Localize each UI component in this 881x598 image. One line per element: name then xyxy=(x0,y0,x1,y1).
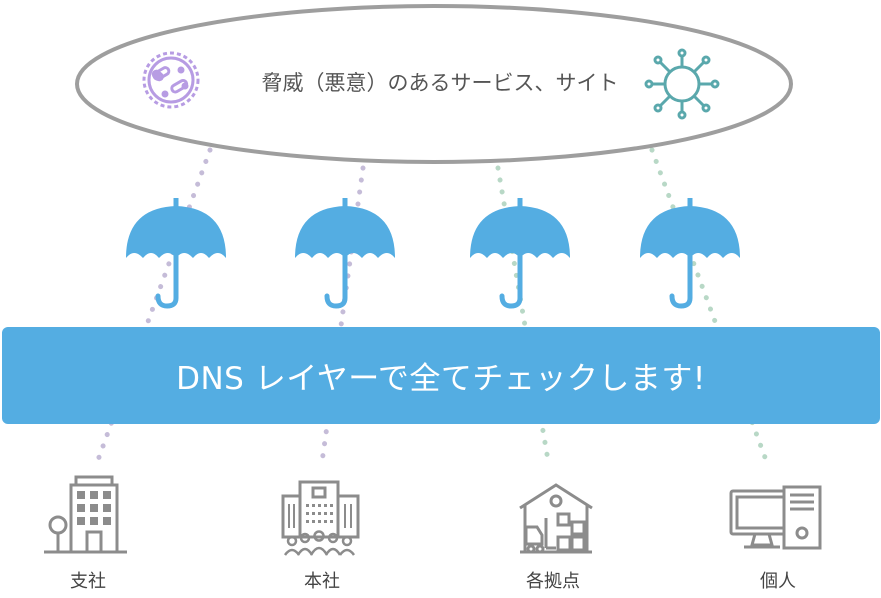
threat-ellipse xyxy=(75,4,793,164)
desktop-computer-icon xyxy=(729,485,822,550)
threat-label: 脅威（悪意）のあるサービス、サイト xyxy=(261,71,619,95)
site-label-branch: 支社 xyxy=(70,571,106,592)
site-label-headquarters: 本社 xyxy=(304,571,340,592)
dns-layer-banner: DNS レイヤーで全てチェックします! xyxy=(2,327,880,424)
umbrella-icon xyxy=(470,198,570,306)
umbrella-icon xyxy=(126,198,226,306)
warehouse-icon xyxy=(519,483,593,554)
umbrella-icon xyxy=(640,198,740,306)
virus-icon xyxy=(644,48,720,120)
dns-layer-banner-text: DNS レイヤーで全てチェックします! xyxy=(176,361,706,397)
site-label-individual: 個人 xyxy=(760,571,796,592)
office-building-icon xyxy=(44,475,127,554)
site-label-locations: 各拠点 xyxy=(526,571,580,592)
umbrella-icon xyxy=(295,198,395,306)
bacteria-icon xyxy=(142,51,200,109)
headquarters-building-icon xyxy=(281,480,360,556)
